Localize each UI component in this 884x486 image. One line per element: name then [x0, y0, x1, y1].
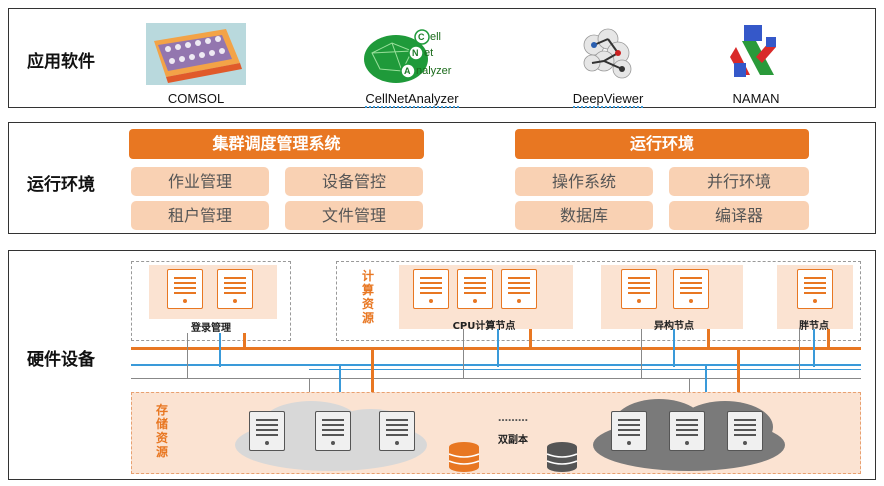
- drop-login-orange: [243, 333, 246, 349]
- hetero-server-1: [621, 269, 657, 309]
- cpu-server-1: [413, 269, 449, 309]
- drop-fat-orange: [827, 329, 830, 349]
- storage-server-right-1: [611, 411, 647, 451]
- software-panel: 应用软件 COMSOL: [8, 8, 876, 108]
- storage-server-right-2: [669, 411, 705, 451]
- chip-file-management: 文件管理: [285, 201, 423, 230]
- svg-text:A: A: [404, 66, 411, 76]
- chip-database: 数据库: [515, 201, 653, 230]
- comsol-label: COMSOL: [167, 91, 225, 106]
- drop-het-orange: [707, 329, 710, 349]
- login-server-2: [217, 269, 253, 309]
- deepviewer-label: DeepViewer: [572, 91, 644, 108]
- network-line-blue-2: [309, 369, 861, 370]
- login-label: 登录管理: [191, 323, 231, 334]
- drop-storage-blue-1: [339, 365, 341, 392]
- hetero-node-label: 异构节点: [654, 321, 694, 332]
- software-naman: NAMAN: [681, 23, 831, 106]
- drop-cpu-blue: [497, 329, 499, 367]
- login-server-1: [167, 269, 203, 309]
- naman-logo-icon: [706, 23, 806, 85]
- drop-fat-gray: [799, 329, 800, 379]
- network-line-gray: [131, 378, 861, 379]
- naman-label: NAMAN: [732, 91, 780, 106]
- storage-resource-label: 存储资源: [155, 403, 168, 459]
- chip-operating-system: 操作系统: [515, 167, 653, 196]
- drop-storage-gray-2: [689, 378, 690, 392]
- cluster-scheduler-header: 集群调度管理系统: [129, 129, 424, 159]
- storage-server-left-3: [379, 411, 415, 451]
- drop-het-gray: [641, 329, 642, 379]
- network-line-blue: [131, 364, 861, 366]
- cna-logo-text-et: et: [424, 47, 433, 59]
- login-group: [131, 261, 291, 341]
- runtime-env-header: 运行环境: [515, 129, 809, 159]
- cna-logo-text-ell: ell: [430, 31, 441, 43]
- drop-storage-orange-1: [371, 349, 374, 392]
- storage-server-left-2: [315, 411, 351, 451]
- replica-dots: ………: [498, 413, 528, 424]
- drop-cpu-orange: [529, 329, 532, 349]
- chip-tenant-management: 租户管理: [131, 201, 269, 230]
- drop-storage-orange-2: [737, 349, 740, 392]
- software-deepviewer: DeepViewer: [533, 23, 683, 108]
- drop-storage-blue-2: [705, 365, 707, 392]
- fat-node-label: 胖节点: [799, 321, 829, 332]
- chip-compiler: 编译器: [669, 201, 809, 230]
- comsol-logo-icon: [146, 23, 246, 85]
- drop-login-gray: [187, 333, 188, 379]
- drop-het-blue: [673, 329, 675, 367]
- runtime-panel: 运行环境 集群调度管理系统 作业管理 设备管控 租户管理 文件管理 运行环境 操…: [8, 122, 876, 234]
- drop-storage-gray: [309, 378, 310, 392]
- database-orange-icon: [448, 442, 480, 472]
- storage-server-left-1: [249, 411, 285, 451]
- cpu-server-3: [501, 269, 537, 309]
- chip-parallel-env: 并行环境: [669, 167, 809, 196]
- compute-resource-label: 计算资源: [361, 269, 374, 325]
- runtime-title: 运行环境: [27, 175, 95, 195]
- software-title: 应用软件: [27, 52, 95, 72]
- chip-device-control: 设备管控: [285, 167, 423, 196]
- software-comsol: COMSOL: [121, 23, 271, 106]
- replica-label: 双副本: [498, 435, 528, 446]
- svg-text:N: N: [412, 48, 419, 58]
- compute-group: [336, 261, 861, 341]
- chip-job-management: 作业管理: [131, 167, 269, 196]
- drop-cpu-gray: [463, 329, 464, 379]
- network-line-orange: [131, 347, 861, 350]
- drop-fat-blue: [813, 329, 815, 367]
- fat-server: [797, 269, 833, 309]
- deepviewer-molecule-icon: [558, 23, 658, 85]
- drop-login-blue: [219, 333, 221, 367]
- database-gray-icon: [546, 442, 578, 472]
- cpu-node-label: CPU计算节点: [452, 321, 516, 332]
- cellnetanalyzer-label: CellNetAnalyzer: [365, 91, 459, 108]
- cpu-server-2: [457, 269, 493, 309]
- storage-server-right-3: [727, 411, 763, 451]
- hardware-title: 硬件设备: [27, 350, 95, 370]
- hardware-panel: 硬件设备 登录管理 计算资源 CPU计算节点 异构节点 胖节点 存储资源: [8, 250, 876, 480]
- hetero-server-2: [673, 269, 709, 309]
- svg-text:C: C: [418, 32, 425, 42]
- cna-logo-text-nalyzer: nalyzer: [416, 65, 452, 77]
